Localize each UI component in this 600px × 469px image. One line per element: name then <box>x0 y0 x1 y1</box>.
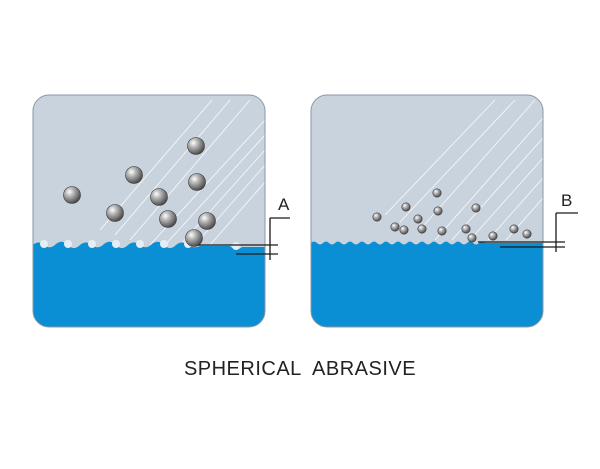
large-sphere <box>187 137 205 155</box>
dimension-marker-a <box>198 217 290 260</box>
small-sphere <box>488 231 498 241</box>
small-sphere <box>417 224 427 234</box>
small-sphere <box>433 206 443 216</box>
panel-left-frame <box>32 94 266 328</box>
small-sphere <box>401 202 411 212</box>
diagram-caption: SPHERICAL ABRASIVE <box>183 358 417 380</box>
dimension-label-a: A <box>278 195 290 214</box>
panel-right-liquid <box>311 241 543 327</box>
large-sphere <box>125 166 143 184</box>
panel-right <box>311 95 543 327</box>
small-sphere <box>399 225 409 235</box>
small-sphere <box>461 224 471 234</box>
small-sphere <box>413 214 423 224</box>
panel-left <box>33 95 265 327</box>
small-sphere <box>471 203 481 213</box>
dimension-marker-b <box>478 212 578 252</box>
small-sphere <box>522 229 532 239</box>
large-sphere <box>198 212 216 230</box>
panel-right-hatching <box>384 99 543 241</box>
small-sphere <box>509 224 519 234</box>
panel-right-spheres <box>372 188 532 243</box>
small-sphere <box>372 212 382 222</box>
panel-left-liquid <box>33 241 265 327</box>
small-sphere <box>390 222 400 232</box>
large-sphere <box>63 186 81 204</box>
large-sphere <box>188 173 206 191</box>
small-sphere <box>437 226 447 236</box>
panel-right-frame <box>310 94 544 328</box>
large-sphere <box>106 204 124 222</box>
large-sphere <box>159 210 177 228</box>
panel-left-spheres <box>63 137 216 247</box>
small-sphere <box>467 233 477 243</box>
large-sphere <box>150 188 168 206</box>
dimension-label-b: B <box>561 191 572 210</box>
small-sphere <box>432 188 442 198</box>
large-sphere <box>185 229 203 247</box>
